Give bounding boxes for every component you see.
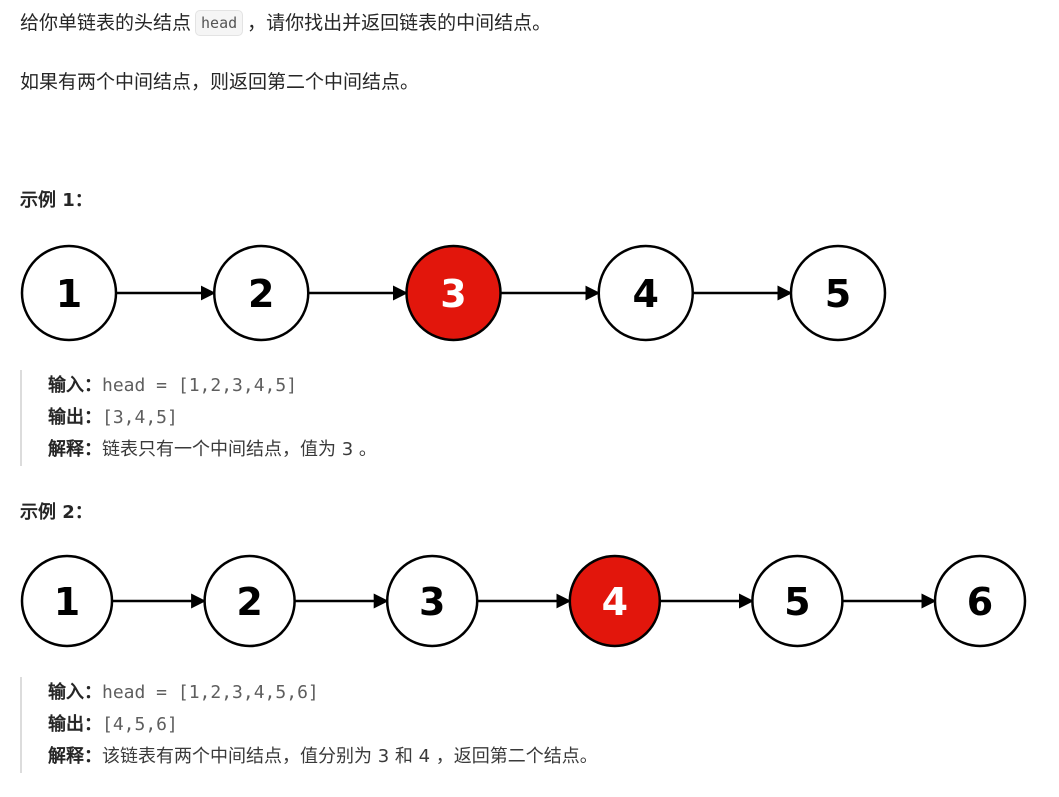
explain-label: 解释： [48,746,102,767]
node-value: 4 [602,580,628,624]
node-circle [933,554,1027,648]
node-circle [405,244,502,342]
statement-text-1: 给你单链表的头结点 [20,12,192,34]
explain-label: 解释： [48,439,102,460]
example-1-output: 输出：[3,4,5] [48,402,377,434]
node-value: 6 [967,580,993,624]
node-circle [203,554,296,648]
example-2-diagram: 1 2 3 4 5 6 [20,554,1027,648]
node-circle [751,554,844,648]
node-value: 2 [236,580,262,624]
node-value: 4 [633,272,659,316]
node-circle [789,244,887,342]
example-1-input: 输入：head = [1,2,3,4,5] [48,370,377,402]
example-1-title: 示例 1： [20,190,93,211]
node-circle [385,554,479,648]
node-value: 2 [248,272,274,316]
list-node: 1 [20,554,114,648]
node-circle [213,244,310,342]
example-2-explanation: 解释：该链表有两个中间结点，值分别为 3 和 4 ，返回第二个结点。 [48,741,598,773]
node-value: 1 [56,272,82,316]
node-value: 5 [825,272,851,316]
head-code: head [195,10,244,36]
node-circle [568,554,662,648]
input-value: head = [1,2,3,4,5,6] [102,682,319,703]
list-node: 2 [213,244,310,342]
node-circle [597,244,694,342]
example-1-diagram: 1 2 3 4 5 [20,244,887,342]
list-node-middle: 3 [405,244,502,342]
node-circle [20,244,118,342]
example-2-block: 输入：head = [1,2,3,4,5,6] 输出：[4,5,6] 解释：该链… [20,677,598,773]
explain-text: 链表只有一个中间结点，值为 3 。 [102,439,377,460]
example-1-explanation: 解释：链表只有一个中间结点，值为 3 。 [48,434,377,466]
node-circle [20,554,114,648]
node-value: 3 [419,580,445,624]
output-label: 输出： [48,714,102,735]
list-node: 1 [20,244,118,342]
output-value: [4,5,6] [102,714,178,735]
list-node: 3 [385,554,479,648]
example-2-output: 输出：[4,5,6] [48,709,598,741]
list-node: 6 [933,554,1027,648]
output-value: [3,4,5] [102,407,178,428]
output-label: 输出： [48,407,102,428]
statement-text-2: ，请你找出并返回链表的中间结点。 [247,12,552,34]
list-node: 4 [597,244,694,342]
explain-text: 该链表有两个中间结点，值分别为 3 和 4 ，返回第二个结点。 [102,746,598,767]
list-node-middle: 4 [568,554,662,648]
input-label: 输入： [48,375,102,396]
node-value: 1 [54,580,80,624]
problem-note: 如果有两个中间结点，则返回第二个中间结点。 [20,71,420,93]
list-node: 5 [751,554,844,648]
list-node: 2 [203,554,296,648]
example-1-block: 输入：head = [1,2,3,4,5] 输出：[3,4,5] 解释：链表只有… [20,370,377,466]
input-value: head = [1,2,3,4,5] [102,375,298,396]
node-value: 5 [784,580,810,624]
example-2-input: 输入：head = [1,2,3,4,5,6] [48,677,598,709]
input-label: 输入： [48,682,102,703]
example-2-title: 示例 2： [20,502,93,523]
list-node: 5 [789,244,887,342]
node-value: 3 [440,272,466,316]
